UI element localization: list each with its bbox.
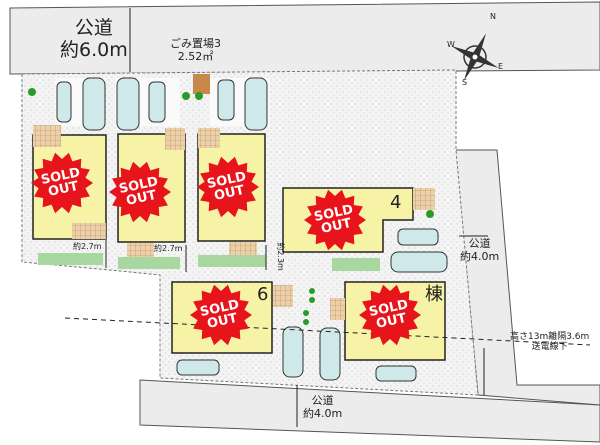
parking-cars [56, 77, 448, 382]
south-road-label: 公道約4.0m [303, 394, 343, 420]
lot6-number: 6 [257, 284, 269, 305]
south-road [139, 379, 600, 443]
badge-starburst [190, 284, 252, 346]
badge-starburst [31, 152, 93, 214]
compass-icon [451, 33, 499, 81]
power-line [64, 317, 591, 346]
garbage-area [193, 74, 210, 94]
east-road [454, 149, 600, 406]
north-road-label: 公道約6.0m [60, 17, 128, 61]
trees [28, 88, 434, 325]
east-road-label: 公道約4.0m [460, 237, 500, 263]
badge-starburst [109, 161, 171, 223]
dimension-label: 約2.7m [73, 242, 102, 251]
dimension-label: 約2.7m [154, 244, 183, 253]
dimension-arrows [105, 8, 488, 427]
compass-n: N [490, 12, 496, 21]
compass-e: E [498, 62, 504, 71]
compass-w: W [447, 40, 455, 49]
lot4-number: 4 [390, 192, 402, 213]
dimension-label: 約2.3m [275, 242, 285, 271]
badge-starburst [304, 189, 366, 251]
north-road [9, 1, 600, 75]
lot5-number: 棟 [425, 284, 443, 305]
compass-s: S [462, 78, 468, 87]
badge-starburst [359, 284, 421, 346]
badge-starburst [197, 156, 259, 218]
